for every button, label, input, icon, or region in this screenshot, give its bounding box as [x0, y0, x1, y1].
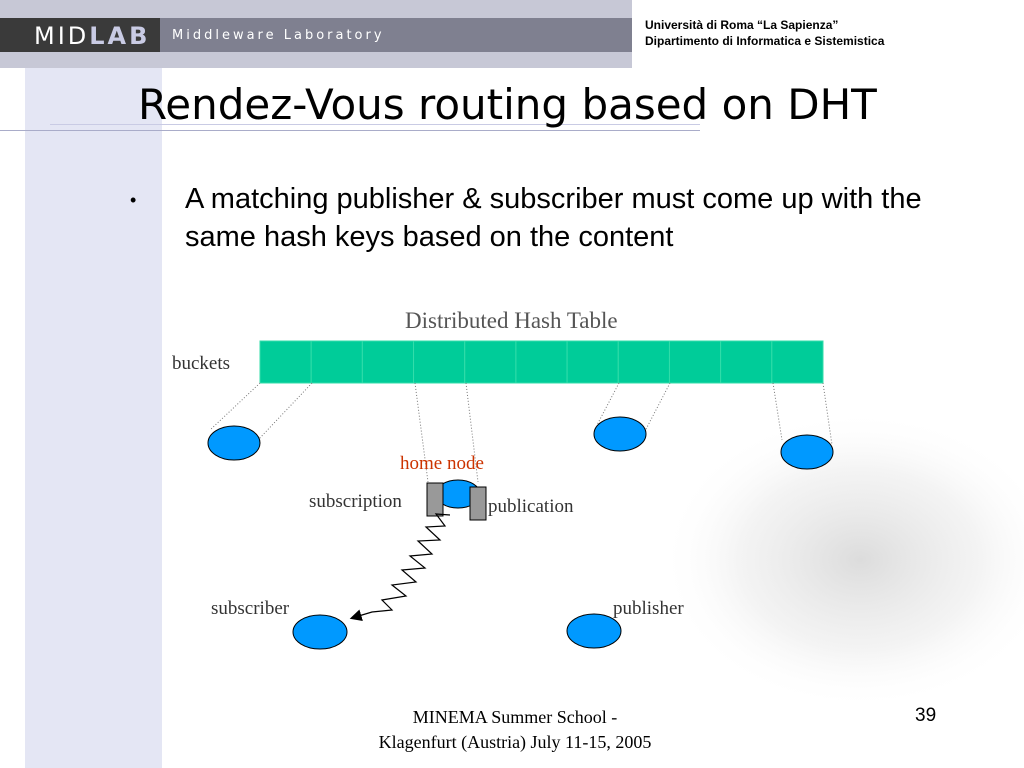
bullet-text: A matching publisher & subscriber must c…	[185, 183, 922, 253]
subscription-box	[426, 482, 444, 517]
notification-arrow	[349, 513, 451, 621]
bucket-cell	[566, 340, 619, 384]
footer: MINEMA Summer School - Klagenfurt (Austr…	[330, 705, 700, 755]
subscriber-node	[292, 614, 348, 650]
bucket-link	[596, 382, 620, 426]
slide-title: Rendez-Vous routing based on DHT	[138, 80, 877, 129]
header-rule-accent	[50, 124, 700, 125]
publication-label: publication	[488, 496, 574, 517]
subscriber-label: subscriber	[211, 598, 290, 619]
bucket-link	[257, 382, 313, 441]
midlab-logo: MIDLAB	[34, 22, 150, 50]
bucket-links	[209, 382, 833, 483]
home-node-label: home node	[400, 453, 484, 474]
bucket-cell	[771, 340, 824, 384]
logo-subtitle-block	[160, 18, 632, 52]
publication-box	[469, 486, 487, 521]
bucket-link	[209, 382, 261, 431]
logo-subtitle: Middleware Laboratory	[172, 28, 385, 43]
bucket-cell	[413, 340, 466, 384]
university-name: Università di Roma “La Sapienza”	[645, 18, 839, 32]
logo-block	[0, 18, 160, 52]
bucket-cell	[617, 340, 670, 384]
header-banner: MIDLAB Middleware Laboratory	[0, 0, 632, 68]
publisher-label: publisher	[613, 598, 684, 619]
university-info: Università di Roma “La Sapienza” Diparti…	[645, 17, 884, 49]
footer-line1: MINEMA Summer School -	[412, 707, 618, 727]
department-name: Dipartimento di Informatica e Sistemisti…	[645, 34, 885, 48]
subscription-label: subscription	[309, 491, 402, 512]
publisher-node	[566, 613, 622, 649]
bucket-link	[643, 382, 671, 434]
bucket-cell	[515, 340, 568, 384]
bucket-cell	[720, 340, 773, 384]
bucket-cell	[259, 340, 312, 384]
buckets-label: buckets	[172, 353, 231, 374]
bucket-cell	[310, 340, 363, 384]
bucket-cell	[361, 340, 415, 384]
bucket-cell	[464, 340, 517, 384]
bullet-marker: •	[130, 190, 137, 210]
logo-main: MID	[34, 22, 90, 50]
dht-title: Distributed Hash Table	[405, 308, 618, 333]
bucket-row	[259, 340, 824, 384]
network-node	[207, 425, 261, 461]
side-strip	[25, 0, 162, 768]
background-cloud	[660, 410, 1024, 710]
logo-accent: LAB	[89, 22, 151, 50]
bucket-link	[772, 382, 783, 441]
network-node	[593, 416, 647, 452]
bucket-cell	[668, 340, 722, 384]
footer-line2: Klagenfurt (Austria) July 11-15, 2005	[378, 732, 652, 752]
network-node	[780, 434, 834, 470]
header-rule-top	[0, 130, 700, 131]
page-number: 39	[915, 705, 937, 726]
